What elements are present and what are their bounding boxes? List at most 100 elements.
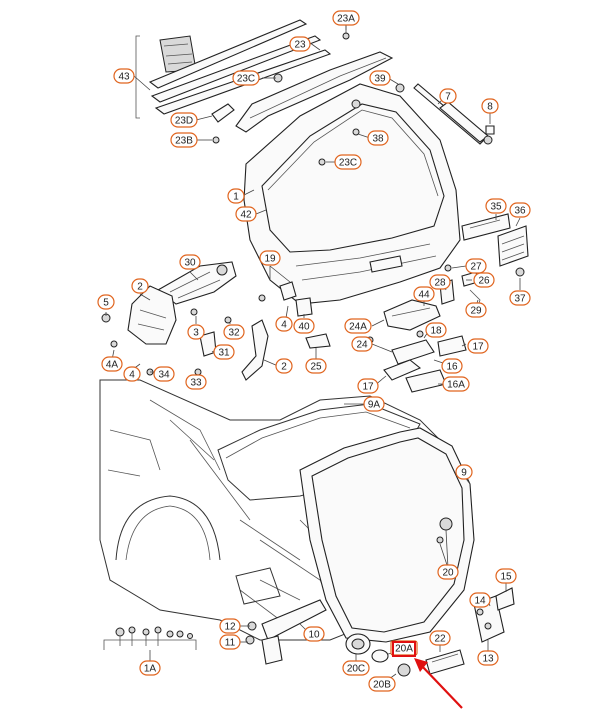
- handle-parts: [383, 264, 481, 331]
- callout-number: 29: [470, 306, 482, 317]
- callout-bubble: [469, 592, 491, 608]
- fastener-set: [103, 626, 197, 650]
- callout-number: 26: [478, 276, 490, 287]
- callout-23c: 23C: [232, 70, 260, 86]
- callout-25: 25: [305, 358, 327, 374]
- callout-number: 13: [482, 654, 494, 665]
- callout-33: 33: [185, 374, 207, 390]
- callout-bubble: [275, 358, 293, 374]
- callout-3: 3: [187, 324, 205, 340]
- callout-bubble: [439, 88, 457, 104]
- callout-20a: 20A: [390, 640, 418, 656]
- callout-17: 17: [467, 338, 489, 354]
- callout-bubble: [465, 302, 487, 318]
- callout-number: 23B: [175, 136, 193, 147]
- callout-bubble: [139, 660, 161, 676]
- callout-27: 27: [465, 258, 487, 274]
- callout-number: 16A: [447, 380, 465, 391]
- callout-bubble: [227, 188, 245, 204]
- callout-16: 16: [441, 358, 463, 374]
- callout-bubble: [223, 324, 245, 340]
- callout-number: 20A: [395, 644, 413, 655]
- callout-number: 9A: [368, 400, 381, 411]
- callout-number: 43: [118, 72, 130, 83]
- callout-bubble: [369, 70, 391, 86]
- callout-number: 24A: [349, 322, 367, 333]
- callout-29: 29: [465, 302, 487, 318]
- callout-number: 2: [281, 362, 287, 373]
- callout-number: 16: [446, 362, 458, 373]
- callout-20c: 20C: [342, 660, 370, 676]
- callout-24: 24: [351, 336, 373, 352]
- callout-2: 2: [275, 358, 293, 374]
- callout-30: 30: [179, 254, 201, 270]
- callout-bubble: [170, 112, 198, 128]
- callout-number: 4A: [106, 360, 119, 371]
- callout-44: 44: [413, 286, 435, 302]
- callout-bubble: [275, 316, 293, 332]
- callout-bubble: [305, 358, 327, 374]
- callout-number: 17: [362, 382, 374, 393]
- callout-9: 9: [455, 464, 473, 480]
- spoiler-assembly: [135, 19, 394, 144]
- callout-4: 4: [123, 366, 141, 382]
- callout-number: 11: [225, 638, 236, 649]
- callout-39: 39: [369, 70, 391, 86]
- callout-12: 12: [219, 618, 241, 634]
- callout-number: 3: [193, 328, 199, 339]
- callout-bubble: [332, 10, 360, 26]
- callout-bubble: [179, 254, 201, 270]
- callout-7: 7: [439, 88, 457, 104]
- callout-38: 38: [367, 130, 389, 146]
- callout-number: 10: [308, 630, 320, 641]
- callout-number: 37: [514, 294, 526, 305]
- callout-23: 23: [289, 36, 311, 52]
- callout-bubble: [413, 286, 435, 302]
- callout-bubble: [187, 324, 205, 340]
- callout-number: 1: [233, 192, 239, 203]
- callout-number: 14: [474, 596, 486, 607]
- callout-14: 14: [469, 592, 491, 608]
- callout-number: 20: [442, 568, 454, 579]
- callout-bubble: [344, 318, 372, 334]
- callout-number: 7: [445, 92, 451, 103]
- callout-number: 32: [228, 328, 240, 339]
- callout-32: 32: [223, 324, 245, 340]
- callout-number: 23: [294, 40, 306, 51]
- callout-22: 22: [429, 630, 451, 646]
- callout-number: 33: [190, 378, 202, 389]
- callout-36: 36: [509, 202, 531, 218]
- callout-number: 40: [298, 322, 310, 333]
- callout-bubble: [185, 374, 207, 390]
- callout-23d: 23D: [170, 112, 198, 128]
- callout-bubble: [219, 634, 241, 650]
- callout-bubble: [232, 70, 260, 86]
- callout-13: 13: [477, 650, 499, 666]
- callout-number: 9: [461, 468, 467, 479]
- callout-31: 31: [213, 344, 235, 360]
- callout-bubble: [113, 68, 135, 84]
- callout-bubble: [363, 396, 385, 412]
- callout-number: 35: [490, 202, 502, 213]
- callout-37: 37: [509, 290, 531, 306]
- callout-number: 5: [103, 298, 109, 309]
- callout-16a: 16A: [442, 376, 470, 392]
- badge-plates: [461, 213, 529, 277]
- callout-number: 18: [430, 326, 442, 337]
- callout-number: 8: [487, 102, 493, 113]
- callout-bubble: [259, 250, 281, 266]
- callout-23c: 23C: [334, 154, 362, 170]
- callout-bubble: [153, 366, 175, 382]
- callout-number: 28: [434, 278, 446, 289]
- callout-34: 34: [153, 366, 175, 382]
- callout-4a: 4A: [101, 356, 123, 372]
- callout-26: 26: [473, 272, 495, 288]
- callout-number: 2: [137, 282, 143, 293]
- callout-bubble: [425, 322, 447, 338]
- callout-bubble: [437, 564, 459, 580]
- callout-bubble: [170, 132, 198, 148]
- callout-bubble: [429, 274, 451, 290]
- callout-number: 20C: [347, 664, 365, 675]
- pointer-arrowhead: [414, 658, 428, 672]
